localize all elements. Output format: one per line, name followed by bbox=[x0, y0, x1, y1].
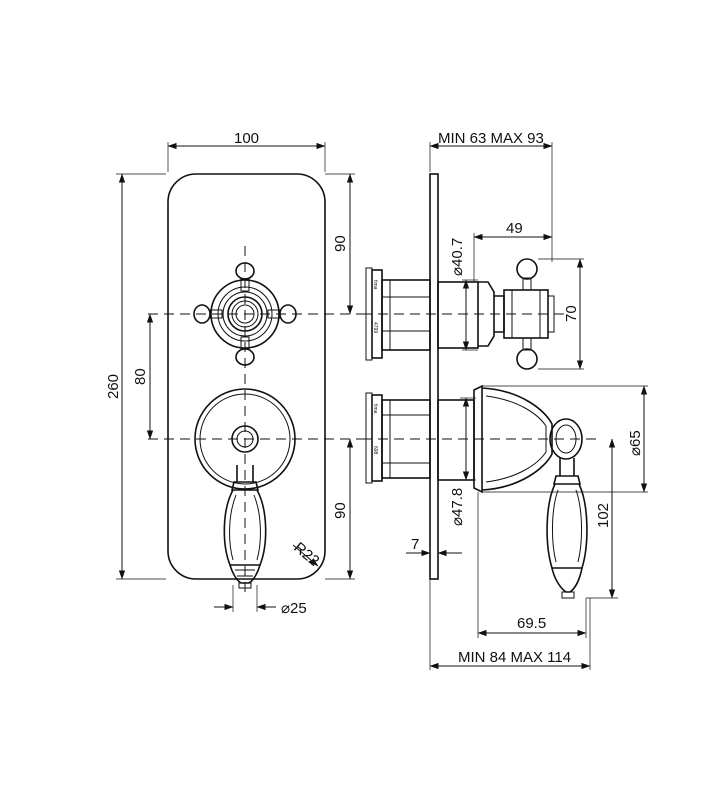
dim-wall-depth: MIN 63 MAX 93 bbox=[438, 130, 544, 147]
brand-lower: fima bbox=[372, 404, 378, 414]
dim-rosette-diameter: ⌀65 bbox=[627, 430, 644, 456]
dim-lever-reach: 69.5 bbox=[517, 615, 546, 632]
dim-plate-thickness: 7 bbox=[411, 536, 419, 553]
dim-knob-offset: 49 bbox=[506, 220, 523, 237]
wall-plate bbox=[429, 173, 439, 580]
dim-upper-to-top: 90 bbox=[332, 235, 349, 252]
side-view: fima 4799 fima 698 bbox=[362, 130, 648, 670]
dim-knob-height: 70 bbox=[563, 305, 580, 322]
dim-lower-to-bottom: 90 bbox=[332, 502, 349, 519]
dim-lever-length: 102 bbox=[595, 503, 612, 528]
dim-plate-width: 100 bbox=[234, 130, 259, 147]
dim-upper-diameter: ⌀40.7 bbox=[449, 238, 466, 276]
dim-plate-height: 260 bbox=[105, 374, 122, 399]
dim-lower-diameter: ⌀47.8 bbox=[449, 488, 466, 526]
lever-handle bbox=[194, 388, 296, 589]
front-view: 100 260 80 90 90 R22 ⌀25 bbox=[105, 130, 362, 617]
cover-plate bbox=[167, 173, 326, 580]
cross-knob bbox=[193, 262, 297, 366]
code-upper: 4799 bbox=[372, 322, 378, 333]
dim-handle-diameter: ⌀25 bbox=[281, 600, 307, 617]
code-lower: 698 bbox=[372, 446, 378, 455]
brand-upper: fima bbox=[372, 280, 378, 290]
dim-overall-depth: MIN 84 MAX 114 bbox=[458, 649, 571, 666]
dim-axis-spacing: 80 bbox=[132, 368, 149, 385]
